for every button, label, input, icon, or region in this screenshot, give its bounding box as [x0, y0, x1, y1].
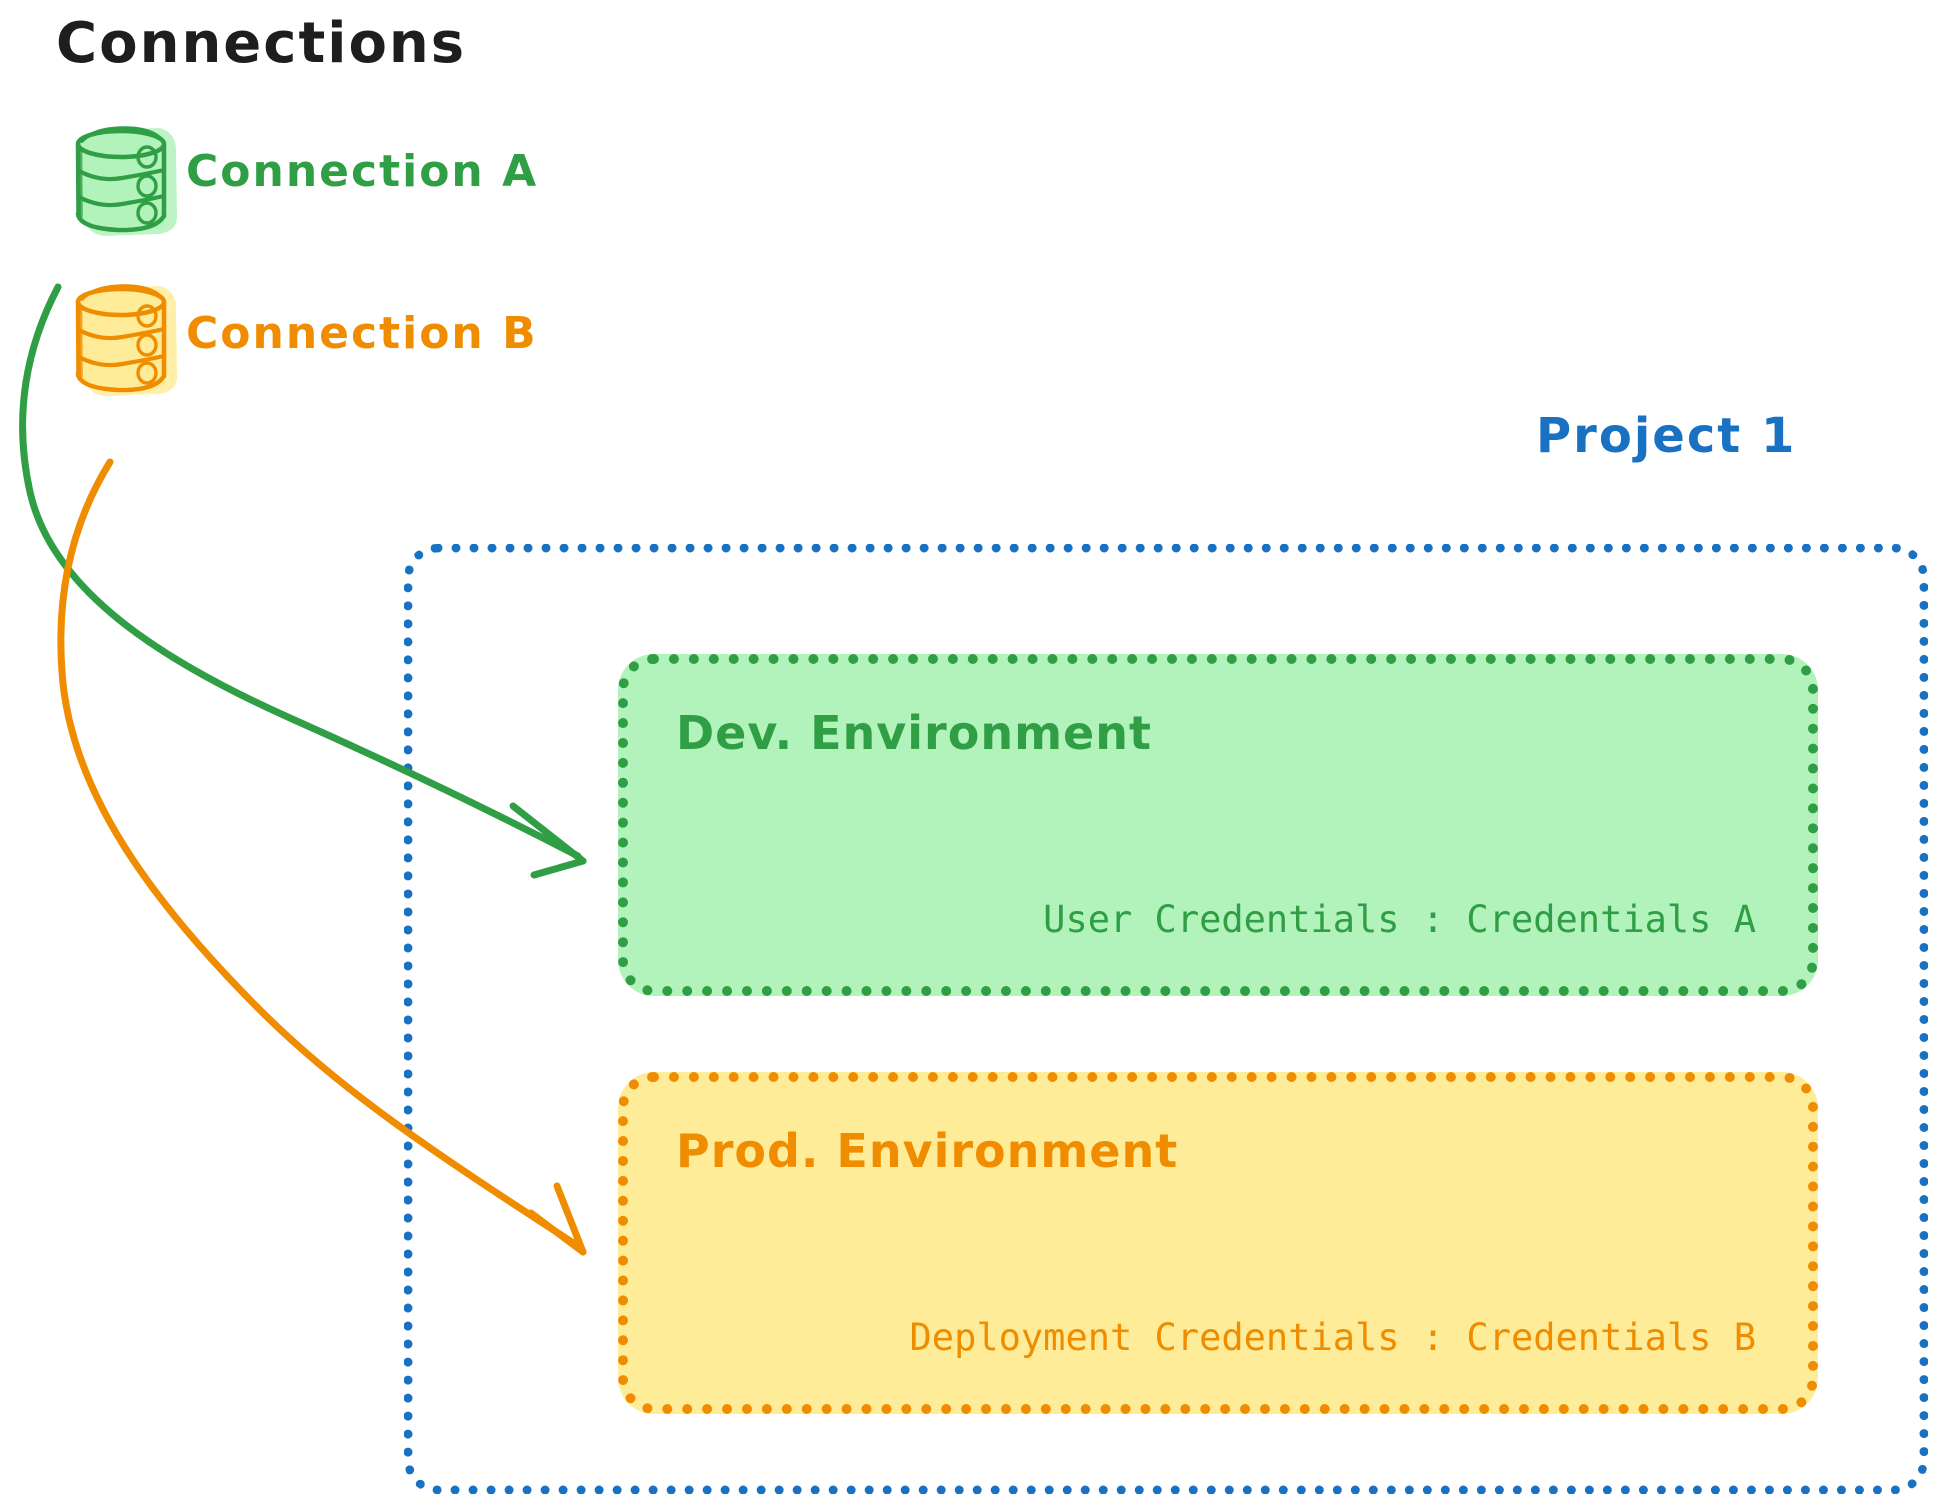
dev-environment-box[interactable]: Dev. Environment User Credentials : Cred…: [618, 654, 1818, 996]
arrow-connection-a-to-dev: [19, 283, 587, 879]
project-container: [404, 544, 1928, 1494]
arrow-connection-b-to-prod: [57, 458, 587, 1256]
dev-environment-title: Dev. Environment: [676, 706, 1152, 760]
page-title: Connections: [56, 11, 467, 76]
project-label: Project 1: [1536, 408, 1797, 464]
connection-a-label: Connection A: [186, 146, 539, 197]
prod-environment-credentials: Deployment Credentials : Credentials B: [909, 1316, 1756, 1359]
prod-environment-title: Prod. Environment: [676, 1124, 1179, 1178]
database-cylinder-icon-a[interactable]: [75, 126, 177, 236]
database-cylinder-icon-b[interactable]: [75, 284, 177, 396]
prod-environment-box[interactable]: Prod. Environment Deployment Credentials…: [618, 1072, 1818, 1414]
dev-environment-credentials: User Credentials : Credentials A: [1043, 898, 1756, 941]
connection-b-label: Connection B: [186, 308, 538, 359]
